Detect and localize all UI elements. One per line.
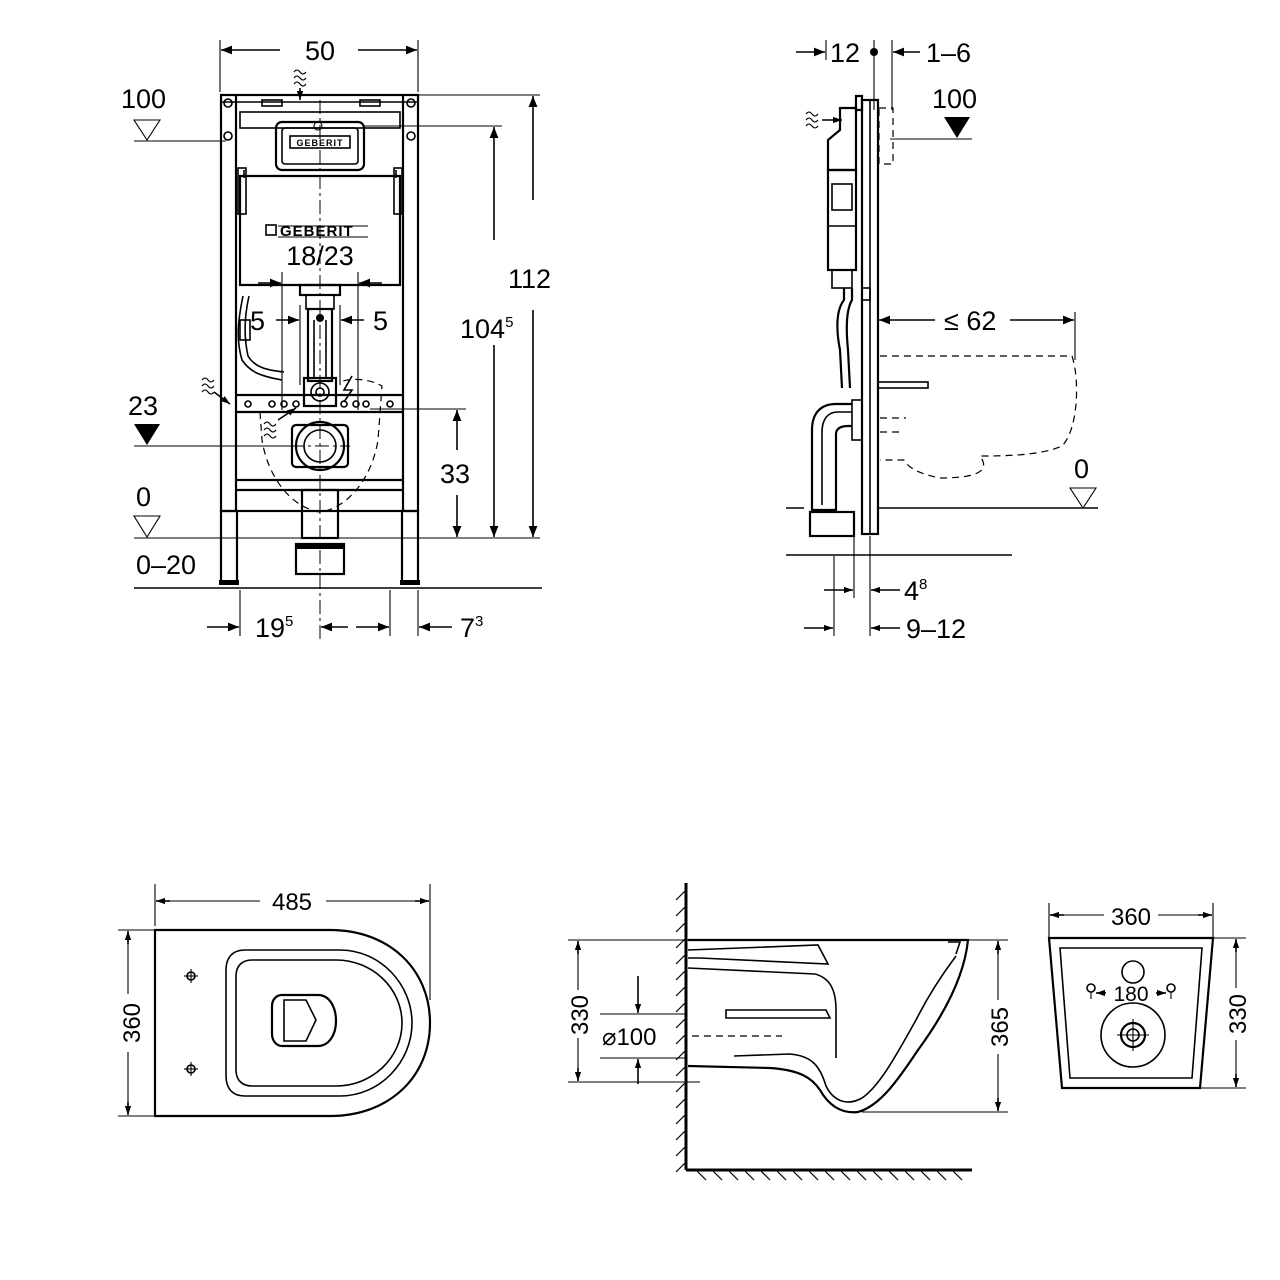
height-flush-value: 104	[460, 314, 505, 344]
wall-range-label: 9–12	[906, 614, 966, 644]
pipe-offset-value: 4	[904, 576, 919, 606]
bowl-width-label: 360	[119, 1003, 146, 1043]
pipe-offset-label: 48	[904, 576, 927, 606]
back-width-label: 360	[1111, 904, 1151, 931]
section-outlet-height-label: 330	[567, 995, 594, 1035]
height-flush-sup: 5	[505, 314, 513, 331]
side-view: 12 1–6 100 ≤ 62	[786, 38, 1098, 644]
level-water-label: 23	[128, 391, 158, 421]
side-left-label: 5	[250, 306, 265, 336]
front-view: 50 100 GEBERIT	[121, 36, 551, 643]
width-label: 50	[305, 36, 335, 66]
depth-range-label: 1–6	[926, 38, 971, 68]
side-level-floor-label: 0	[1074, 454, 1089, 484]
offset-left-label: 195	[255, 613, 293, 643]
bolt-spacing-label: 180	[1113, 983, 1148, 1006]
level-floor-label: 0	[136, 482, 151, 512]
offset-right-sup: 3	[475, 613, 483, 630]
drain-height-label: 33	[440, 459, 470, 489]
bowl-top-view: 485 360	[118, 884, 432, 1118]
back-height-label: 330	[1225, 994, 1252, 1034]
depth-top-label: 12	[830, 38, 860, 68]
outlet-diameter-label: ⌀100	[602, 1024, 657, 1051]
height-total-label: 112	[508, 264, 551, 294]
section-total-height-label: 365	[987, 1007, 1014, 1047]
bowl-projection-label: ≤ 62	[944, 306, 996, 336]
height-flush-label: 1045	[460, 314, 513, 344]
cistern-brand: GEBERIT	[280, 223, 354, 240]
pipe-offset-sup: 8	[919, 576, 927, 593]
bowl-section-view: 330 ⌀100 365	[567, 883, 1014, 1181]
offset-left-value: 19	[255, 613, 285, 643]
side-right-label: 5	[373, 306, 388, 336]
side-level-top-label: 100	[932, 84, 977, 114]
offset-left-sup: 5	[285, 613, 293, 630]
bowl-length-label: 485	[272, 889, 312, 916]
offset-right-value: 7	[460, 613, 475, 643]
floor-range-label: 0–20	[136, 550, 196, 580]
level-top-label: 100	[121, 84, 166, 114]
offset-right-label: 73	[460, 613, 483, 643]
bowl-back-view: 360 180 330	[1047, 903, 1252, 1090]
